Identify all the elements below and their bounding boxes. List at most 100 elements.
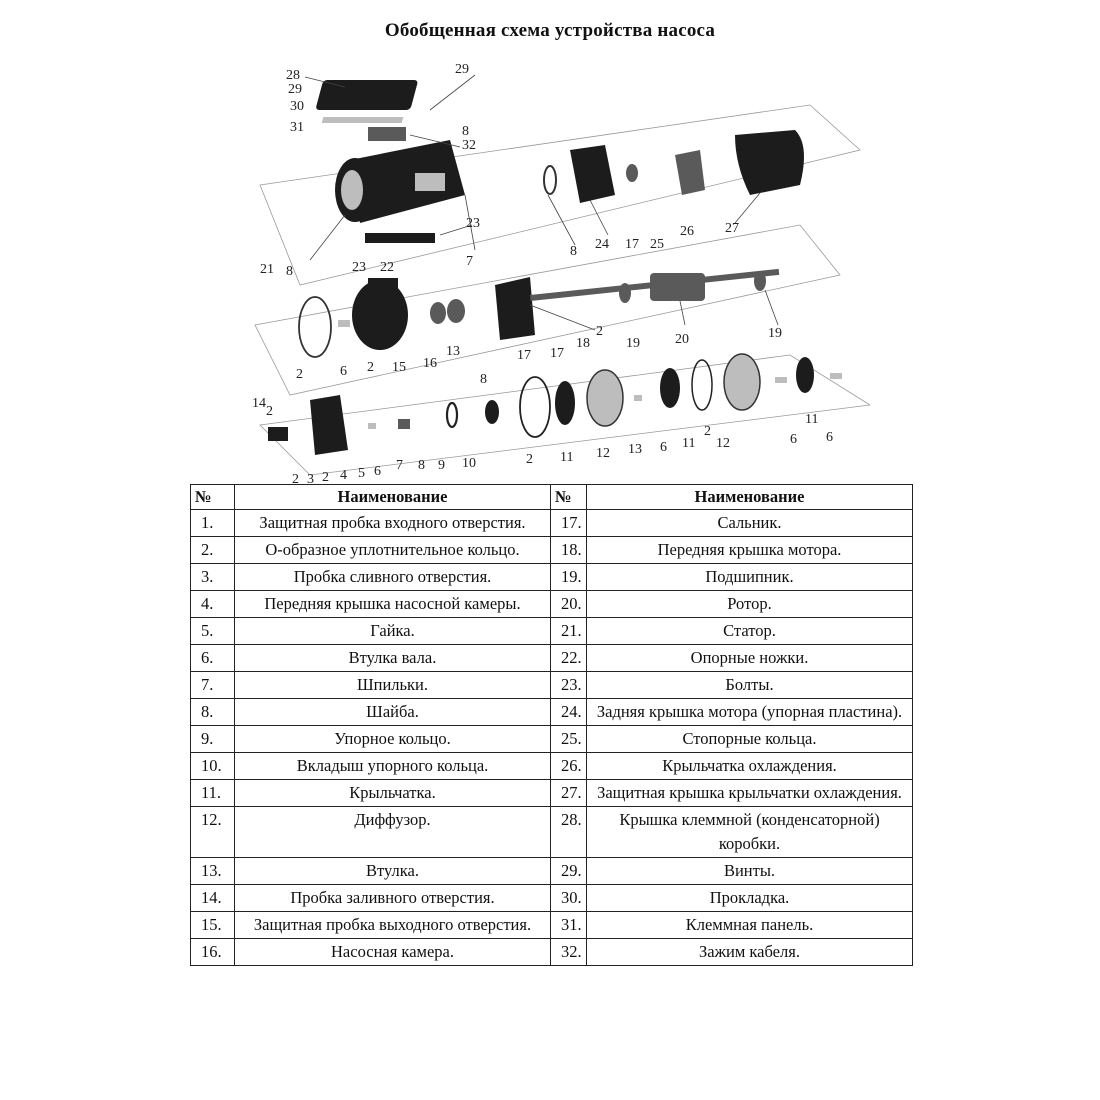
front-chamber-cover [310, 395, 348, 455]
part-number: 6. [190, 644, 235, 672]
part-number: 31. [550, 911, 587, 939]
exploded-pump-diagram: 28 29 30 31 29 8 32 21 8 23 22 23 7 8 24… [252, 62, 870, 485]
seal-middle [447, 299, 465, 323]
part-number: 27. [550, 779, 587, 807]
callout: 6 [790, 432, 797, 447]
part-name: Пробка сливного отверстия. [234, 563, 551, 591]
o-ring-lower [519, 376, 551, 438]
table-row: 10.Вкладыш упорного кольца.26.Крыльчатка… [190, 752, 913, 780]
callout: 7 [396, 458, 403, 473]
callout: 16 [423, 356, 437, 371]
support-feet [365, 233, 435, 243]
callout: 18 [576, 336, 590, 351]
shaft-sleeve-tail [830, 373, 842, 379]
impeller-2 [660, 368, 680, 408]
table-row: 1.Защитная пробка входного отверстия.17.… [190, 509, 913, 537]
part-number: 1. [190, 509, 235, 537]
part-name: Шайба. [234, 698, 551, 726]
part-number: 2. [190, 536, 235, 564]
part-number: 26. [550, 752, 587, 780]
table-row: 4.Передняя крышка насосной камеры.20.Рот… [190, 590, 913, 618]
callout: 10 [462, 456, 476, 471]
callout: 26 [680, 224, 694, 239]
part-name: Передняя крышка насосной камеры. [234, 590, 551, 618]
nameplate [415, 173, 445, 191]
shaft-sleeve-lower [398, 419, 410, 429]
callout: 23 [352, 260, 366, 275]
diagram-title: Обобщенная схема устройства насоса [384, 20, 716, 41]
part-name: Защитная пробка входного отверстия. [234, 509, 551, 537]
part-number: 11. [190, 779, 235, 807]
callout: 7 [466, 254, 473, 269]
shaft-sleeve-end [775, 377, 787, 383]
part-name: Передняя крышка мотора. [586, 536, 913, 564]
o-ring-stage [691, 359, 713, 411]
part-number: 17. [550, 509, 587, 537]
diffuser-2 [723, 353, 761, 411]
frame-middle [254, 224, 841, 396]
motor-assembly [316, 80, 804, 243]
callout-labels: 28 29 30 31 29 8 32 21 8 23 22 23 7 8 24… [252, 62, 833, 485]
callout: 6 [660, 440, 667, 455]
table-header-row: № Наименование № Наименование [190, 484, 913, 510]
part-name: Втулка вала. [234, 644, 551, 672]
impeller-3 [796, 357, 814, 393]
callout: 13 [446, 344, 460, 359]
part-name: Зажим кабеля. [586, 938, 913, 966]
part-name: Насосная камера. [234, 938, 551, 966]
part-name: Стопорные кольца. [586, 725, 913, 753]
callout: 6 [826, 430, 833, 445]
rear-motor-cover [570, 145, 615, 203]
table-row: 14.Пробка заливного отверстия.30.Проклад… [190, 884, 913, 912]
part-number: 22. [550, 644, 587, 672]
shaft-sleeve-middle [338, 320, 350, 327]
part-number: 20. [550, 590, 587, 618]
table-row: 13.Втулка.29.Винты. [190, 857, 913, 885]
part-name: Шпильки. [234, 671, 551, 699]
bearing-middle-right [754, 271, 766, 291]
part-number: 7. [190, 671, 235, 699]
bushing-lower [634, 395, 642, 401]
leader-lines [304, 74, 779, 331]
part-number: 19. [550, 563, 587, 591]
part-name: Гайка. [234, 617, 551, 645]
callout: 2 [322, 470, 329, 485]
callout: 2 [292, 472, 299, 485]
callout: 2 [266, 404, 273, 419]
table-row: 6.Втулка вала.22.Опорные ножки. [190, 644, 913, 672]
callout: 6 [340, 364, 347, 379]
table-row: 5.Гайка.21.Статор. [190, 617, 913, 645]
parts-table: № Наименование № Наименование 1.Защитная… [190, 484, 913, 966]
thrust-ring [445, 401, 459, 429]
callout: 8 [480, 372, 487, 387]
o-ring-middle [298, 296, 332, 358]
part-number: 9. [190, 725, 235, 753]
callout: 3 [307, 472, 314, 485]
table-row: 7.Шпильки.23.Болты. [190, 671, 913, 699]
diffuser-1 [586, 369, 624, 427]
part-number: 10. [190, 752, 235, 780]
callout: 8 [286, 264, 293, 279]
part-name: О-образное уплотнительное кольцо. [234, 536, 551, 564]
table-row: 15.Защитная пробка выходного отверстия.3… [190, 911, 913, 939]
part-number: 32. [550, 938, 587, 966]
callout: 2 [526, 452, 533, 467]
header-name-right: Наименование [586, 484, 913, 510]
callout: 2 [296, 367, 303, 382]
part-number: 13. [190, 857, 235, 885]
part-number: 25. [550, 725, 587, 753]
pump-chamber-outlet [368, 278, 398, 298]
part-name: Крышка клеммной (конденсаторной) коробки… [586, 806, 913, 858]
terminal-gasket [321, 117, 404, 123]
thrust-ring-insert [485, 400, 499, 424]
table-row: 12.Диффузор.28.Крышка клеммной (конденса… [190, 806, 913, 858]
part-name: Винты. [586, 857, 913, 885]
callout: 11 [560, 450, 573, 465]
part-name: Сальник. [586, 509, 913, 537]
terminal-panel [368, 127, 406, 141]
table-row: 8.Шайба.24.Задняя крышка мотора (упорная… [190, 698, 913, 726]
impeller-1 [555, 381, 575, 425]
callout: 32 [462, 138, 476, 153]
inlet-plug [268, 427, 288, 441]
callout: 27 [725, 221, 739, 236]
